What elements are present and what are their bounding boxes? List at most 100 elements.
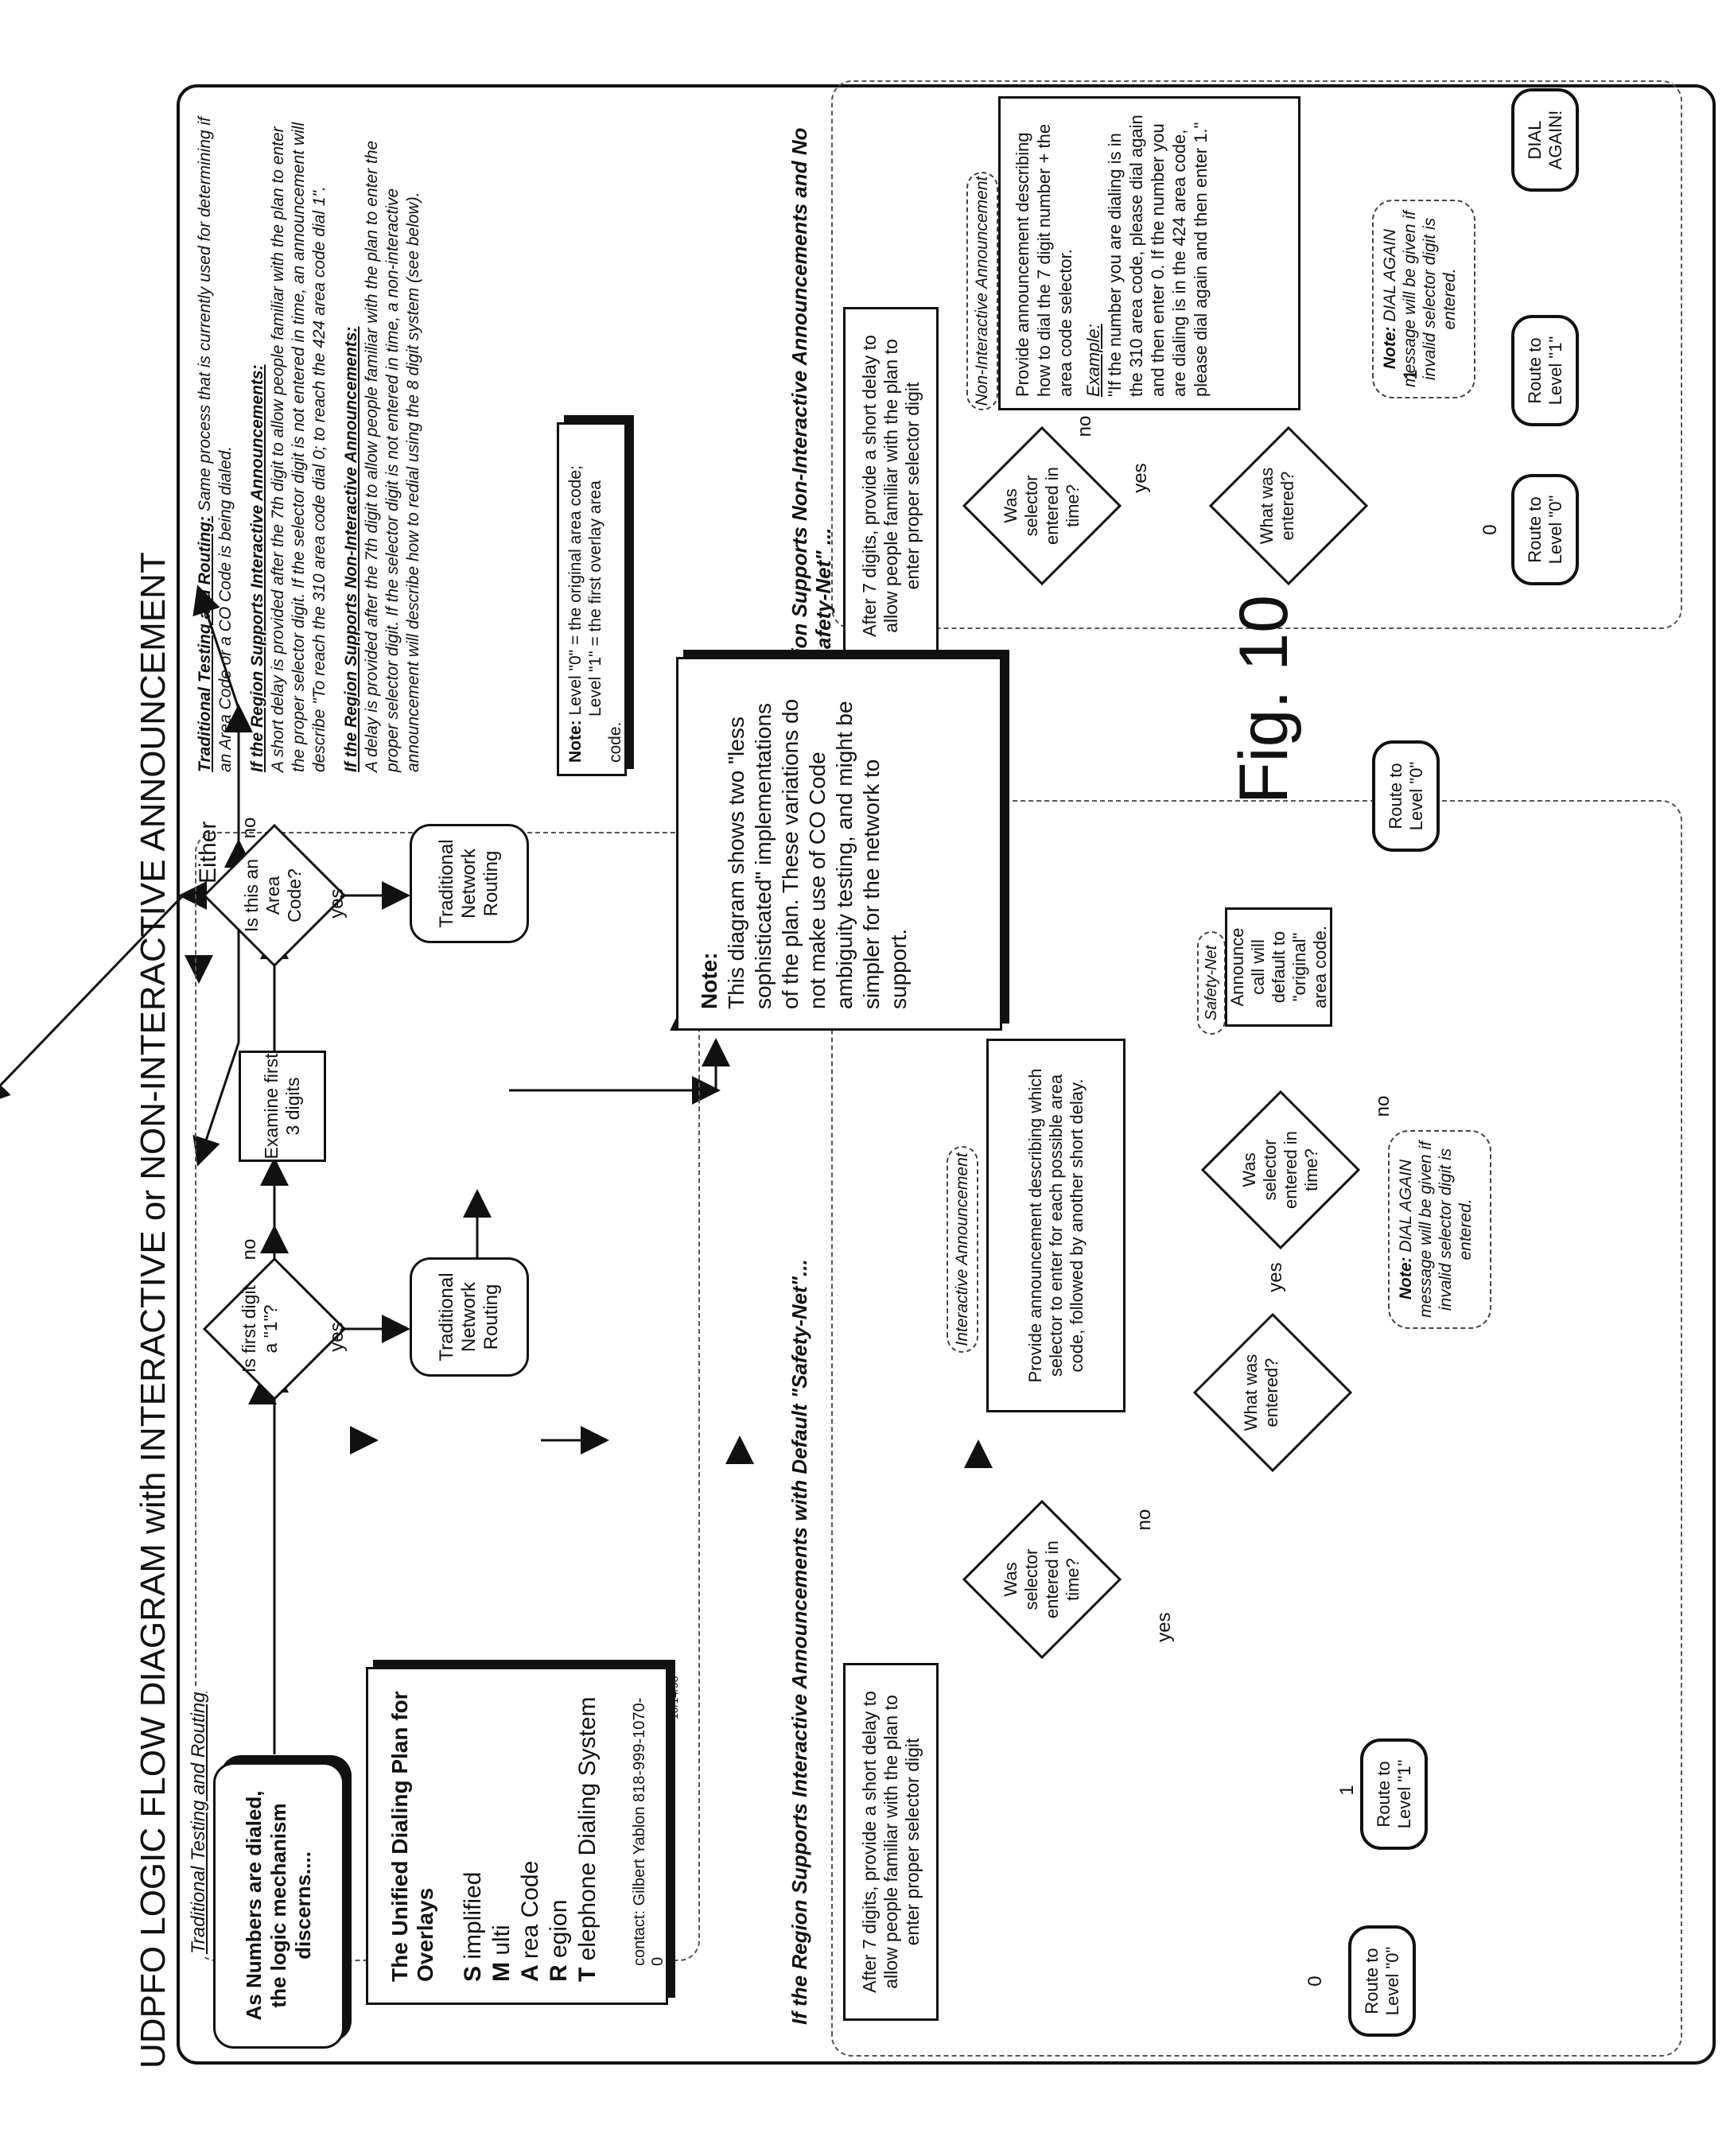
explanations-block: Traditional Testing and Routing: Same pr… — [195, 104, 424, 772]
either-label: Either — [195, 821, 221, 884]
noninteractive-branch-heading: If the Region Supports Non-Interactive A… — [787, 127, 835, 748]
safety-net-label-text: Safety-Net — [1202, 945, 1220, 1021]
examine-text: Examine first 3 digits — [261, 1053, 303, 1160]
example-label: Example: — [1083, 324, 1103, 397]
right-route1: Route to Level "1" — [1511, 315, 1579, 426]
smarts-word: elephone Dialing System — [574, 1696, 601, 1961]
right-route1-text: Route to Level "1" — [1524, 336, 1565, 406]
left-no2-label: no — [1372, 1095, 1394, 1117]
start-text: As Numbers are dialed, the logic mechani… — [242, 1790, 315, 2021]
examine-box: Examine first 3 digits — [239, 1051, 326, 1162]
right-q-what-text: What was entered? — [1257, 467, 1297, 545]
dial-again-box: DIAL AGAIN! — [1511, 88, 1579, 192]
right-q-selector-diamond[interactable]: Was selector entered in time? — [962, 426, 1122, 585]
expl-p3-text: A delay is provided after the 7th digit … — [363, 140, 422, 772]
left-yes2-label: yes — [1265, 1262, 1286, 1292]
smarts-line: S implified — [459, 1690, 488, 1982]
left-route1: Route to Level "1" — [1360, 1738, 1428, 1850]
hidden-line — [0, 894, 185, 1106]
q2-yes-label: yes — [326, 888, 348, 919]
q-first-digit-text: Is first digit a "1"? — [239, 1285, 281, 1373]
interactive-announce-box: Provide announcement describing which se… — [986, 1039, 1125, 1412]
smarts-line: A rea Code — [516, 1690, 545, 1982]
traditional-routing-2: Traditional Network Routing — [410, 824, 529, 943]
safety-net-text: Announce call will default to "original"… — [1227, 926, 1330, 1008]
expl-p1-title: Traditional Testing and Routing: — [196, 516, 214, 772]
left-q-selector2-diamond[interactable]: Was selector entered in time? — [1201, 1090, 1360, 1249]
q2-no-label: no — [239, 817, 260, 839]
interactive-announce-text: Provide announcement describing which se… — [1024, 1068, 1087, 1383]
smarts-line: R egion — [545, 1690, 573, 1982]
right-no-label: no — [1074, 415, 1095, 437]
right-note-title: Note: — [1381, 326, 1399, 370]
dial-again-text: DIAL AGAIN! — [1524, 110, 1565, 170]
right-one-label: 1 — [1400, 369, 1421, 380]
smarts-letter: M — [488, 1955, 515, 1982]
right-q-what-diamond[interactable]: What was entered? — [1209, 426, 1368, 585]
q1-no-label: no — [239, 1238, 260, 1261]
smarts-word: ulti — [488, 1925, 515, 1956]
level-note-title: Note: — [566, 720, 585, 763]
level-note-2: Level "1" = the first overlay area code. — [586, 480, 624, 763]
right-zero-label: 0 — [1479, 524, 1501, 535]
figure-label: Fig. 10 — [1226, 595, 1302, 804]
smarts-title: The Unified Dialing Plan for Overlays — [387, 1691, 437, 1982]
left-delay-box: After 7 digits, provide a short delay to… — [843, 1663, 939, 2021]
left-no-label: no — [1133, 1509, 1155, 1531]
interactive-announce-label-text: Interactive Announcement — [953, 1152, 971, 1346]
smarts-word: implified — [460, 1871, 486, 1960]
start-box: As Numbers are dialed, the logic mechani… — [213, 1762, 344, 2049]
example-text: "If the number you are dialing is in the… — [1105, 115, 1211, 397]
noninteractive-announce-label: Non-Interactive Announcement — [966, 172, 998, 410]
level-note-1: Level "0" = the original area code; — [566, 465, 585, 716]
noninteractive-announce-text: Provide announcement describing how to d… — [1013, 123, 1075, 397]
traditional-routing-1: Traditional Network Routing — [410, 1257, 529, 1377]
expl-p2-text: A short delay is provided after the 7th … — [269, 122, 329, 772]
left-q-what-text: What was entered? — [1241, 1354, 1281, 1432]
interactive-announce-label: Interactive Announcement — [947, 1146, 978, 1353]
smarts-word: egion — [546, 1899, 572, 1958]
right-delay-box: After 7 digits, provide a short delay to… — [843, 307, 939, 665]
left-note-title: Note: — [1397, 1257, 1415, 1300]
side-note-text: This diagram shows two "less sophisticat… — [724, 698, 911, 1009]
traditional-testing-label: Traditional Testing and Routing — [188, 1688, 210, 1957]
left-one-label: 1 — [1336, 1785, 1358, 1796]
left-q-selector2-text: Was selector entered in time? — [1239, 1131, 1321, 1209]
arrow-either-right — [192, 585, 240, 709]
q-area-code-text: Is this an Area Code? — [241, 858, 305, 933]
left-q-selector-text: Was selector entered in time? — [1001, 1540, 1083, 1618]
smarts-letter: A — [517, 1959, 543, 1982]
right-route0: Route to Level "0" — [1511, 474, 1579, 585]
smarts-line: M ulti — [488, 1690, 516, 1982]
right-route0-text: Route to Level "0" — [1524, 495, 1565, 565]
left-zero-label: 0 — [1304, 1975, 1326, 1987]
left-yes-label: yes — [1153, 1612, 1175, 1642]
left-route0: Route to Level "0" — [1348, 1925, 1416, 2037]
q-first-digit-diamond[interactable]: Is first digit a "1"? — [203, 1257, 346, 1400]
q1-yes-label: yes — [326, 1322, 348, 1352]
safety-net-box: Announce call will default to "original"… — [1225, 907, 1332, 1027]
smarts-word: rea Code — [517, 1860, 543, 1960]
left-q-what-diamond[interactable]: What was entered? — [1193, 1313, 1352, 1472]
left-route0b: Route to Level "0" — [1372, 740, 1440, 852]
left-route1-text: Route to Level "1" — [1373, 1759, 1414, 1829]
smarts-letter: R — [546, 1958, 572, 1982]
right-note-box: Note: DIAL AGAIN message will be given i… — [1372, 200, 1475, 398]
smarts-letter: S — [460, 1959, 486, 1982]
smarts-box: The Unified Dialing Plan for Overlays S … — [366, 1667, 680, 2005]
noninteractive-announce-box: Provide announcement describing how to d… — [998, 96, 1300, 410]
left-note-box: Note: DIAL AGAIN message will be given i… — [1388, 1130, 1491, 1329]
right-yes-label: yes — [1129, 463, 1151, 493]
smarts-date: 10/14/98 — [667, 1676, 680, 1720]
left-route0b-text: Route to Level "0" — [1385, 761, 1426, 831]
trad-routing-1-text: Traditional Network Routing — [436, 1272, 502, 1362]
right-q-selector-text: Was selector entered in time? — [1001, 467, 1083, 545]
q-area-code-diamond[interactable]: Is this an Area Code? — [203, 824, 346, 967]
expl-p3-title: If the Region Supports Non-Interactive A… — [342, 326, 360, 772]
left-q-selector-diamond[interactable]: Was selector entered in time? — [962, 1500, 1122, 1659]
interactive-branch-heading: If the Region Supports Interactive Annou… — [787, 1259, 811, 2025]
trad-routing-2-text: Traditional Network Routing — [436, 839, 502, 928]
level-note-box: Note: Level "0" = the original area code… — [557, 422, 627, 776]
